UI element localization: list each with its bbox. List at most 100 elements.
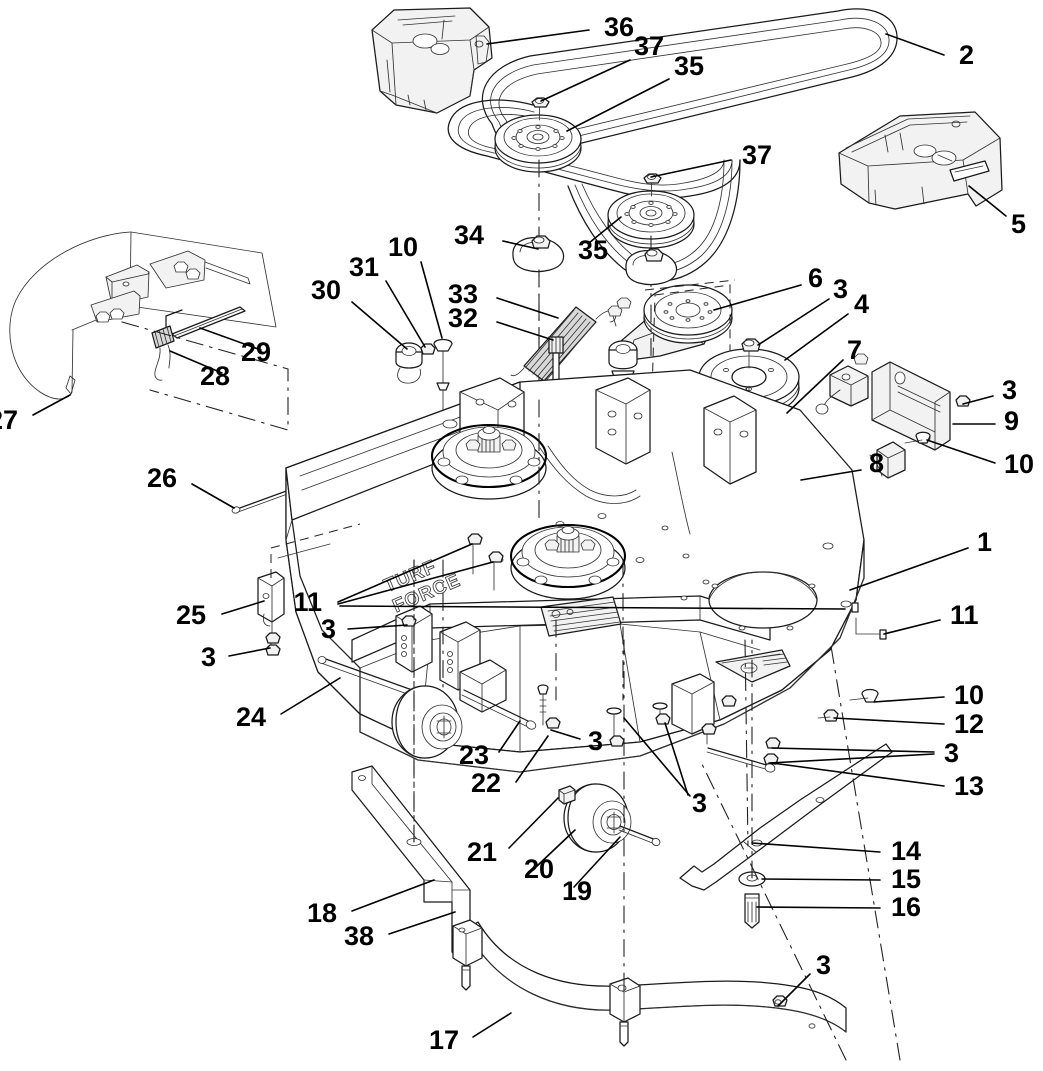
part-discharge-chute-right [838,111,1003,210]
callout-10: 10 [926,439,1034,479]
callout-number: 11 [293,587,322,617]
leader-line [833,717,945,725]
callout-35: 35 [578,216,622,265]
part-shoulder-bolt-13 [706,747,776,773]
callout-number: 4 [854,289,869,319]
callout-11: 11 [883,600,979,635]
callout-5: 5 [968,185,1026,239]
callout-number: 34 [454,220,484,250]
callout-number: 32 [448,303,478,333]
callout-3: 3 [550,726,603,756]
leader-line [221,600,265,615]
part-set-screws-deck-top [467,533,504,591]
callout-27: 27 [0,394,71,435]
callout-34: 34 [454,220,539,250]
callout-number: 18 [307,898,337,928]
leader-line [351,879,435,912]
leader-line [191,483,235,509]
callout-36: 36 [486,12,634,45]
callout-18: 18 [307,879,435,928]
callout-21: 21 [467,797,559,867]
leader-line [664,722,689,796]
callout-37: 37 [540,31,664,102]
leader-line [756,906,881,909]
callout-number: 38 [344,921,374,951]
callout-number: 37 [742,140,772,170]
callout-3: 3 [664,722,707,818]
leader-line [540,59,631,102]
part-anti-scalp-roller-upper [391,685,463,759]
callout-layer: 2363735373553410313033326347391082729282… [0,12,1034,1055]
callout-28: 28 [169,350,230,391]
leader-line [498,720,521,753]
leader-line [515,735,549,783]
leader-line [968,185,1007,217]
leader-line [280,677,341,715]
callout-12: 12 [833,709,984,739]
callout-number: 23 [459,740,489,770]
callout-3: 3 [201,642,271,672]
leader-line [650,159,732,178]
leader-line [32,394,71,416]
leader-line [388,911,456,935]
callout-number: 24 [236,702,266,732]
callout-number: 28 [200,361,230,391]
callout-35: 35 [566,51,704,132]
callout-number: 9 [1004,406,1019,436]
leader-line [337,561,494,605]
callout-number: 11 [950,600,979,630]
callout-19: 19 [562,836,621,906]
leader-line [784,313,849,361]
callout-c3g2 [623,717,691,797]
callout-number: 5 [1011,209,1026,239]
leader-line [351,301,408,350]
callout-number: 22 [471,768,501,798]
callout-number: 10 [1004,449,1034,479]
leader-line [713,284,802,311]
leader-line [751,842,881,853]
callout-number: 1 [977,527,992,557]
leader-line [771,747,935,753]
leader-line [337,543,473,603]
callout-23: 23 [459,720,521,770]
part-hex-bolt-12 [817,709,839,722]
leader-line [768,753,935,764]
callout-number: 35 [674,51,704,81]
callout-16: 16 [756,892,921,922]
callout-number: 7 [847,335,862,365]
callout-10: 10 [388,232,443,339]
leader-line [228,647,271,657]
callout-9: 9 [952,406,1019,436]
leader-line [883,619,941,635]
callout-number: 27 [0,405,18,435]
callout-31: 31 [349,252,426,348]
callout-number: 33 [448,279,478,309]
callout-17: 17 [429,1012,512,1055]
leader-line [885,33,945,56]
part-deck-spindle-lower [509,523,627,600]
callout-20: 20 [524,829,576,884]
callout-number: 3 [588,726,603,756]
callout-number: 3 [1002,375,1017,405]
callout-10: 10 [873,680,984,710]
callout-38: 38 [344,911,456,951]
callout-3: 3 [771,738,959,768]
leader-line [508,797,559,849]
callout-number: 17 [429,1025,459,1055]
callout-2: 2 [885,33,974,70]
leader-line [962,395,994,405]
leader-line [486,29,590,45]
callout-number: 21 [467,837,497,867]
callout-26: 26 [147,463,235,509]
callout-33: 33 [448,279,559,319]
leader-line [873,696,945,703]
callout-22: 22 [471,735,549,798]
leader-line [786,359,844,414]
callout-11: 11 [293,543,473,617]
callout-number: 3 [833,274,848,304]
callout-number: 10 [954,680,984,710]
leader-line [800,469,862,481]
callout-number: 13 [954,771,984,801]
callout-number: 25 [176,600,206,630]
callout-13: 13 [771,762,984,801]
